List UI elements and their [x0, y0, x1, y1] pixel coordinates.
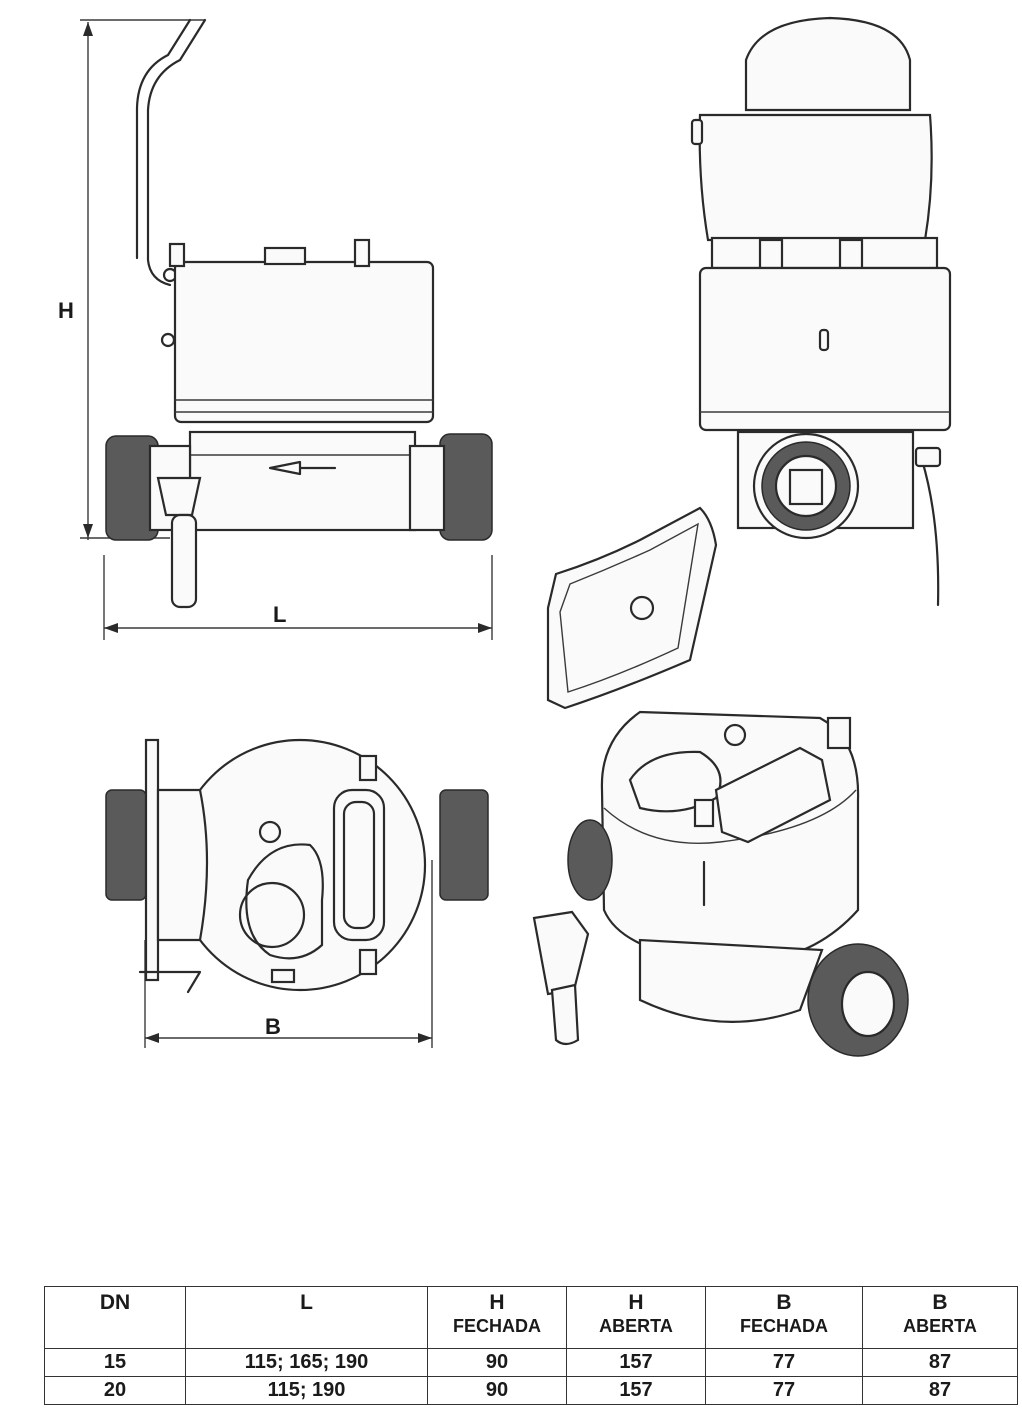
header-l: L [185, 1286, 428, 1349]
table-cell: 115; 190 [185, 1376, 428, 1405]
table-cell: 90 [427, 1348, 567, 1377]
table-cell: 157 [566, 1348, 706, 1377]
table-cell: 87 [862, 1376, 1018, 1405]
height-label: H [58, 298, 74, 323]
front-view: H L [58, 18, 493, 640]
header-dn: DN [44, 1286, 186, 1349]
table-row: 20 115; 190 90 157 77 87 [44, 1376, 1018, 1405]
table-cell: 157 [566, 1376, 706, 1405]
table-cell: 20 [44, 1376, 186, 1405]
length-label: L [273, 602, 286, 627]
side-view [690, 16, 952, 607]
table-cell: 115; 165; 190 [185, 1348, 428, 1377]
table-cell: 87 [862, 1348, 1018, 1377]
isometric-view [532, 506, 909, 1057]
table-row: 15 115; 165; 190 90 157 77 87 [44, 1348, 1018, 1377]
table-cell: 15 [44, 1348, 186, 1377]
top-view: B [105, 738, 489, 1048]
table-cell: 77 [705, 1376, 863, 1405]
width-label: B [265, 1014, 281, 1039]
technical-drawing: H L [58, 16, 952, 1057]
table-cell: 77 [705, 1348, 863, 1377]
table-cell: 90 [427, 1376, 567, 1405]
